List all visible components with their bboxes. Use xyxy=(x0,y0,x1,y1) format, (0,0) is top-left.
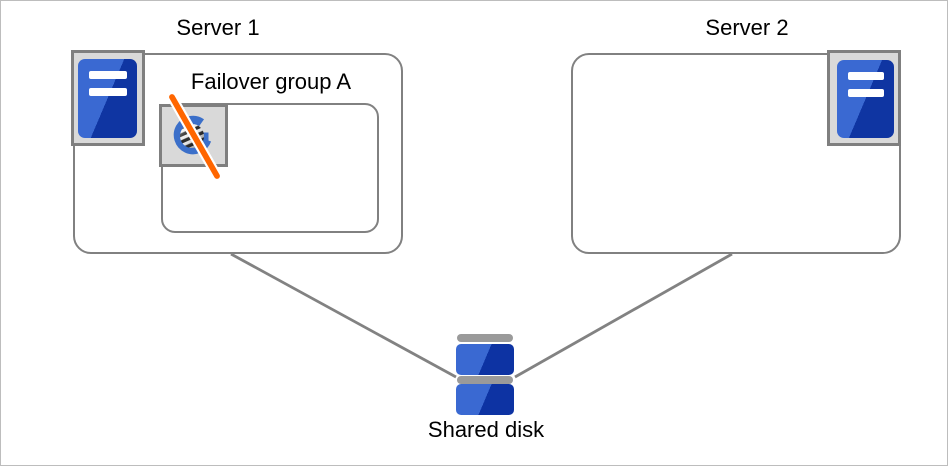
failover-group-box xyxy=(161,103,379,233)
group-icon-frame xyxy=(159,104,228,167)
server-slot-bar xyxy=(89,88,127,96)
server-slot-bar xyxy=(848,89,884,97)
server2-label: Server 2 xyxy=(705,15,789,40)
server1-icon-frame xyxy=(71,50,145,146)
server-slot-bar xyxy=(848,72,884,80)
connection-line-server2-disk xyxy=(514,252,733,379)
server-icon xyxy=(837,60,894,138)
server-icon xyxy=(78,59,137,138)
shared-disk-icon xyxy=(456,344,514,375)
failover-group-label: Failover group A xyxy=(190,69,352,94)
shared-disk-icon xyxy=(457,334,513,342)
shared-disk-icon xyxy=(457,376,513,384)
server1-label: Server 1 xyxy=(176,15,260,40)
shared-disk-icon xyxy=(456,384,514,415)
shared-disk-label: Shared disk xyxy=(427,417,545,442)
server-slot-bar xyxy=(89,71,127,79)
server2-box xyxy=(571,53,901,254)
connection-line-server1-disk xyxy=(230,252,457,379)
server2-icon-frame xyxy=(827,50,901,146)
